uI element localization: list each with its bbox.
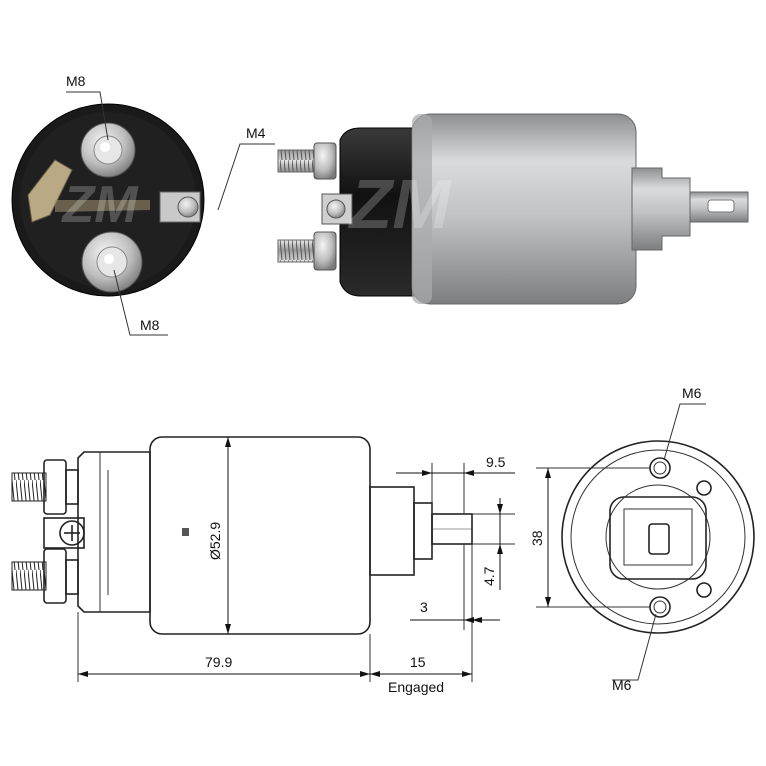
label-stroke-note: Engaged [388,679,444,695]
side-view-photo: ZM [277,113,749,305]
label-body-length: 79.9 [205,654,232,670]
label-diameter: Ø52.9 [207,522,223,560]
label-slot-width: 4.7 [481,566,497,586]
end-view-drawing: 38 M6 M6 [529,385,755,693]
side-view-drawing: Ø52.9 79.9 15 Engaged 9.5 4.7 3 [11,436,515,695]
watermark-logo-2: ZM [347,165,452,243]
label-bottom-stud: M8 [140,317,160,333]
label-small-terminal: M4 [246,125,266,141]
label-top-stud: M8 [66,73,86,89]
label-mount-hole-bottom: M6 [612,677,632,693]
label-mount-spacing: 38 [529,530,545,546]
label-plunger-step: 3 [420,599,428,615]
label-plunger-offset: 9.5 [486,454,506,470]
label-stroke: 15 [410,654,426,670]
watermark-logo: ZM [60,176,139,234]
label-mount-hole-top: M6 [682,385,702,401]
end-view-photo: ZM M8 M4 M8 [11,73,275,336]
